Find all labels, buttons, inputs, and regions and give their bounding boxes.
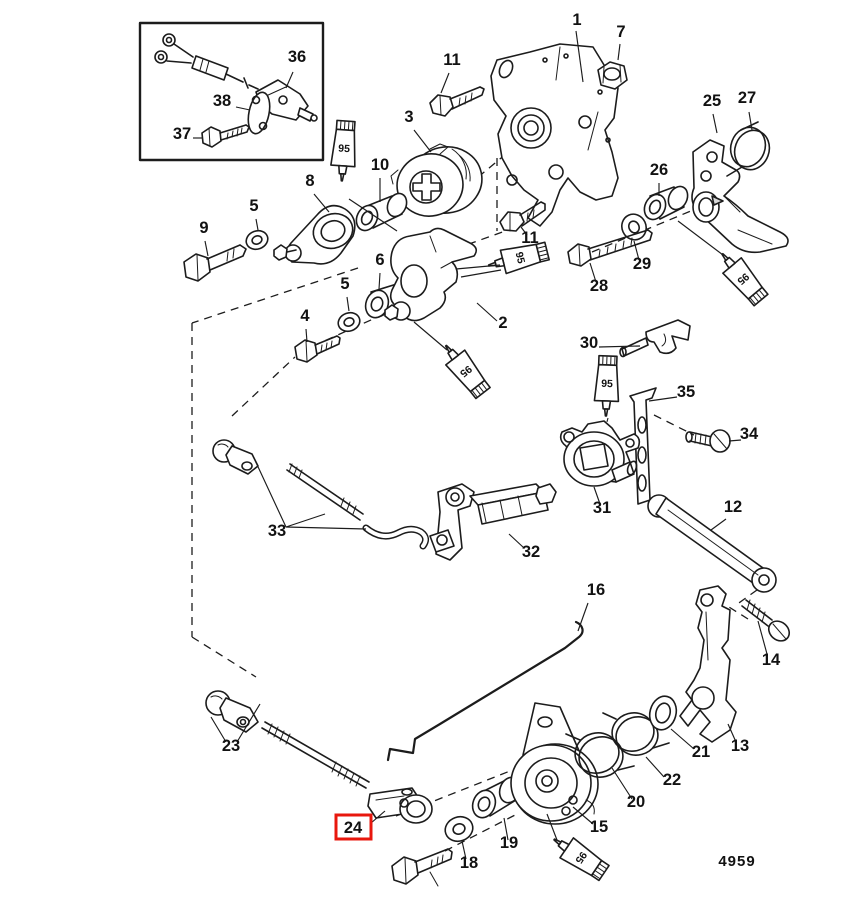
part-11-bolt-upper <box>429 86 485 117</box>
part-4-bolt <box>294 335 341 363</box>
part-8-lever <box>273 204 356 265</box>
callout-21: 21 <box>692 743 710 761</box>
callout-5b: 5 <box>340 275 349 293</box>
lube-label: 95 <box>338 143 351 156</box>
callout-25: 25 <box>703 92 721 110</box>
part-26-bushing <box>643 185 689 221</box>
part-bolt-bottom-left <box>391 848 453 887</box>
callout-37: 37 <box>173 125 191 143</box>
callout-2: 2 <box>498 314 507 332</box>
callout-6: 6 <box>375 251 384 269</box>
part-31-swivel-housing <box>559 420 641 487</box>
callout-31: 31 <box>593 499 611 517</box>
part-5-washer-upper <box>245 229 269 251</box>
callout-35: 35 <box>677 383 695 401</box>
callout-4: 4 <box>300 307 310 325</box>
part-5-washer-lower <box>337 311 361 333</box>
callout-19: 19 <box>500 834 518 852</box>
callout-leader-lines <box>193 30 768 860</box>
part-29-washer <box>621 213 647 241</box>
part-20-spring <box>565 732 635 778</box>
callout-1: 1 <box>572 11 581 29</box>
part-38-plate <box>247 91 271 135</box>
part-37-bolt <box>201 124 250 148</box>
callout-18: 18 <box>460 854 478 872</box>
lube-label: 95 <box>572 849 589 866</box>
highlighted-callout-24: 24 <box>334 813 373 841</box>
part-24-clevis <box>367 787 433 824</box>
callout-9: 9 <box>199 219 208 237</box>
part-7-locknut <box>597 61 628 90</box>
part-9-bolt <box>183 244 247 282</box>
part-14-screw <box>741 599 791 642</box>
part-23-threaded-rod <box>261 721 370 789</box>
callout-7: 7 <box>616 23 625 41</box>
lube-tube-mid-right: 95 <box>487 241 550 275</box>
callout-38: 38 <box>213 92 231 110</box>
lube-tube-bottom: 95 <box>553 837 610 882</box>
callout-30: 30 <box>580 334 598 352</box>
callout-29: 29 <box>633 255 651 273</box>
lube-tube-below-2: 95 <box>444 344 491 400</box>
callout-13: 13 <box>731 737 749 755</box>
callout-12: 12 <box>724 498 742 516</box>
callout-11b: 11 <box>521 229 538 247</box>
part-23-ball-joint <box>205 690 259 733</box>
part-35-link-strap <box>629 387 657 505</box>
part-28-bolt <box>567 229 653 267</box>
callout-34: 34 <box>740 425 759 443</box>
part-1-bracket-plate <box>490 43 619 227</box>
part-34-screw <box>685 429 731 453</box>
callout-28: 28 <box>590 277 608 295</box>
part-13-bracket-arm <box>679 585 737 743</box>
lube-tube-right: 95 <box>721 252 769 307</box>
lube-label: 95 <box>601 378 613 390</box>
part-21-ring <box>648 695 678 731</box>
part-2-bracket-casting <box>384 227 478 322</box>
part-3-cam-drum <box>390 143 483 217</box>
part-10-bushing <box>355 192 408 232</box>
part-30-bracket-pin <box>619 319 691 358</box>
callout-11a: 11 <box>443 51 460 69</box>
part-11-bolt-lower <box>499 201 546 232</box>
callout-23: 23 <box>222 737 240 755</box>
part-27-spring <box>726 121 771 177</box>
part-32-actuator <box>429 483 557 561</box>
lube-label: 95 <box>513 251 528 265</box>
part-25-lever <box>691 139 789 254</box>
drawing-number: 4959 <box>718 853 755 870</box>
part-18-washer <box>444 815 474 843</box>
callout-15: 15 <box>590 818 608 836</box>
callout-3: 3 <box>404 108 413 126</box>
callout-labels: 1 2 3 4 5 5 6 7 8 9 10 11 11 12 13 14 15… <box>173 11 781 872</box>
callout-10: 10 <box>371 156 389 174</box>
callout-26: 26 <box>650 161 668 179</box>
callout-14: 14 <box>762 651 781 669</box>
callout-16: 16 <box>587 581 605 599</box>
callout-24: 24 <box>344 819 363 837</box>
part-16-link-wire <box>386 620 584 762</box>
callout-5a: 5 <box>249 197 258 215</box>
callout-36: 36 <box>288 48 306 66</box>
callout-33: 33 <box>268 522 286 540</box>
callout-20: 20 <box>627 793 645 811</box>
lube-tube-middle: 95 <box>593 354 620 417</box>
part-12-link-rod <box>647 494 777 593</box>
highlight-box <box>334 813 373 841</box>
callout-27: 27 <box>738 89 756 107</box>
callout-32: 32 <box>522 543 540 561</box>
callout-8: 8 <box>305 172 314 190</box>
part-15-cam-plate <box>510 702 599 825</box>
part-33-rod-assembly <box>212 439 430 550</box>
callout-22: 22 <box>663 771 681 789</box>
lube-tube-top: 95 <box>330 119 356 182</box>
